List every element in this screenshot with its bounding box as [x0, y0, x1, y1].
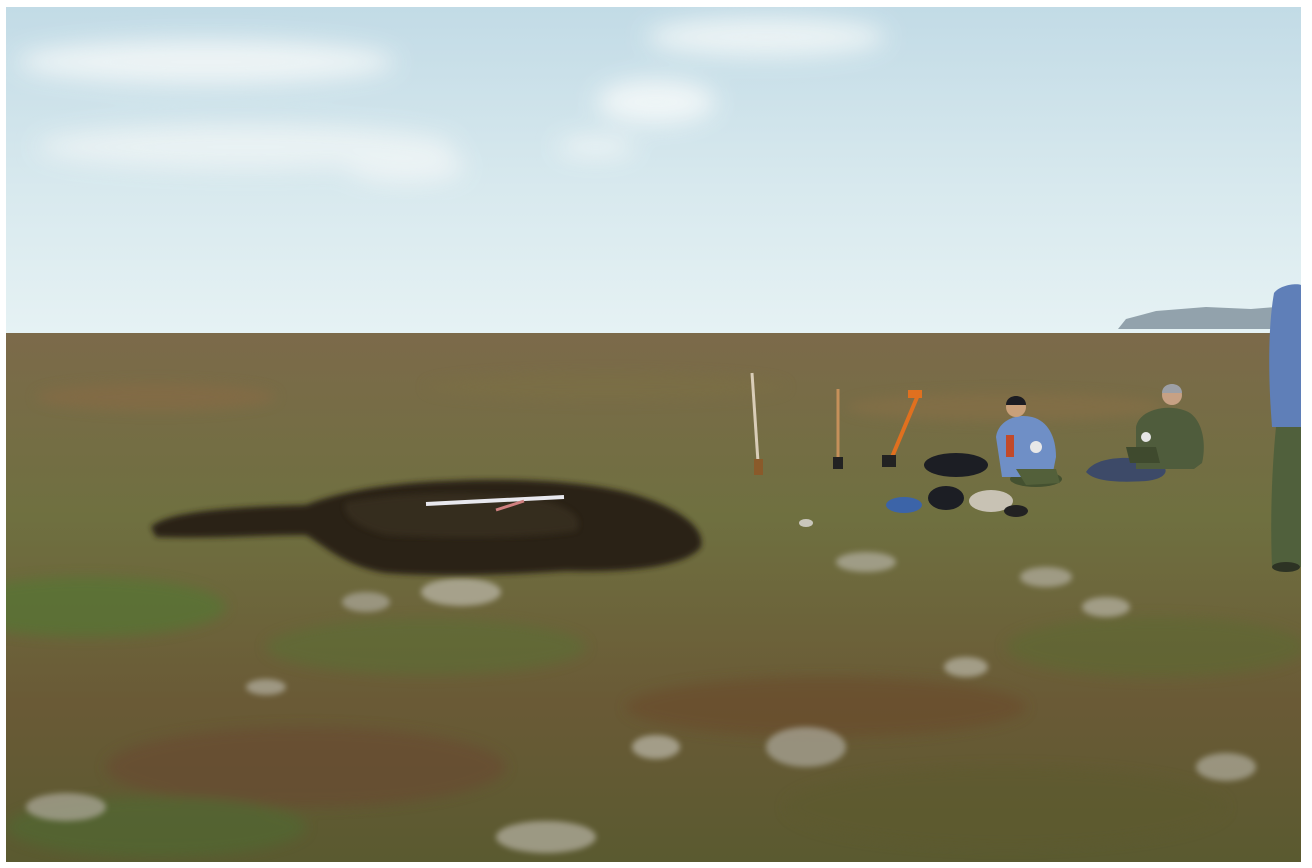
lichen-patch	[246, 679, 286, 695]
cloud	[346, 151, 466, 183]
orange-shovel-handle	[890, 394, 920, 458]
cloud	[596, 80, 716, 124]
distant-hills	[1118, 307, 1276, 329]
shovel-blade	[754, 459, 763, 475]
person-seated-blue	[996, 396, 1062, 487]
lichen-patch	[1020, 567, 1072, 587]
lichen-patch	[632, 735, 680, 759]
measuring-rod	[425, 495, 565, 506]
tundra-ground	[6, 333, 1301, 862]
cloud	[646, 17, 886, 57]
orange-shovel-grip	[908, 390, 922, 398]
blue-bag	[886, 497, 922, 513]
shovel-blade	[833, 457, 843, 469]
person-seated-camo	[1126, 384, 1204, 469]
lichen-patch	[342, 592, 390, 612]
person-standing	[1269, 284, 1301, 572]
tundra-photo	[6, 7, 1301, 862]
cloud	[16, 40, 396, 84]
shovel-blade	[882, 455, 896, 467]
lichen-patch	[421, 578, 501, 606]
scale-marker	[495, 499, 525, 512]
cloud	[556, 137, 636, 157]
lichen-patch	[1082, 597, 1130, 617]
cloud	[36, 125, 456, 169]
small-stone	[799, 519, 813, 527]
gear	[799, 453, 1166, 527]
lichen-patch	[944, 657, 988, 677]
dark-bag	[1004, 505, 1028, 517]
patterned-bag	[969, 490, 1013, 512]
lichen-patch	[26, 793, 106, 821]
lichen-patch	[1196, 753, 1256, 781]
excavation-pit	[151, 479, 702, 576]
lichen-patch	[496, 821, 596, 853]
lichen-patch	[766, 727, 846, 767]
shovel-handle	[750, 372, 760, 463]
lichen-patch	[836, 552, 896, 572]
backpack	[928, 486, 964, 510]
sky	[6, 7, 1301, 337]
black-bag	[924, 453, 988, 477]
tools	[750, 372, 922, 475]
